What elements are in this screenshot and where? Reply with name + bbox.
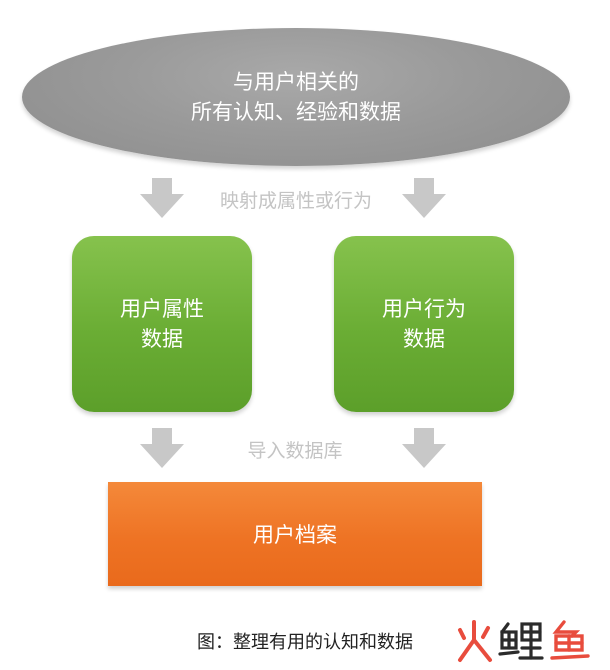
top-ellipse: 与用户相关的 所有认知、经验和数据	[22, 28, 570, 166]
connector-bottom-label: 导入数据库	[247, 440, 343, 462]
user-profile-box: 用户档案	[108, 482, 482, 586]
user-profile-label: 用户档案	[253, 523, 337, 547]
user-behavior-data-box: 用户行为 数据	[334, 236, 514, 412]
down-arrow-icon	[402, 178, 446, 218]
down-arrow-icon	[140, 178, 184, 218]
connector-top-label: 映射成属性或行为	[219, 190, 372, 212]
user-behavior-line1: 用户行为	[382, 297, 466, 321]
user-attribute-line2: 数据	[141, 327, 183, 351]
user-behavior-line2: 数据	[403, 327, 445, 351]
figure-caption: 图：整理有用的认知和数据	[197, 632, 413, 653]
watermark-logo	[452, 618, 602, 664]
down-arrow-icon	[140, 428, 184, 468]
user-attribute-data-box: 用户属性 数据	[72, 236, 252, 412]
top-ellipse-line1: 与用户相关的	[233, 70, 359, 94]
top-ellipse-line2: 所有认知、经验和数据	[191, 100, 401, 124]
user-attribute-line1: 用户属性	[120, 297, 204, 321]
down-arrow-icon	[402, 428, 446, 468]
